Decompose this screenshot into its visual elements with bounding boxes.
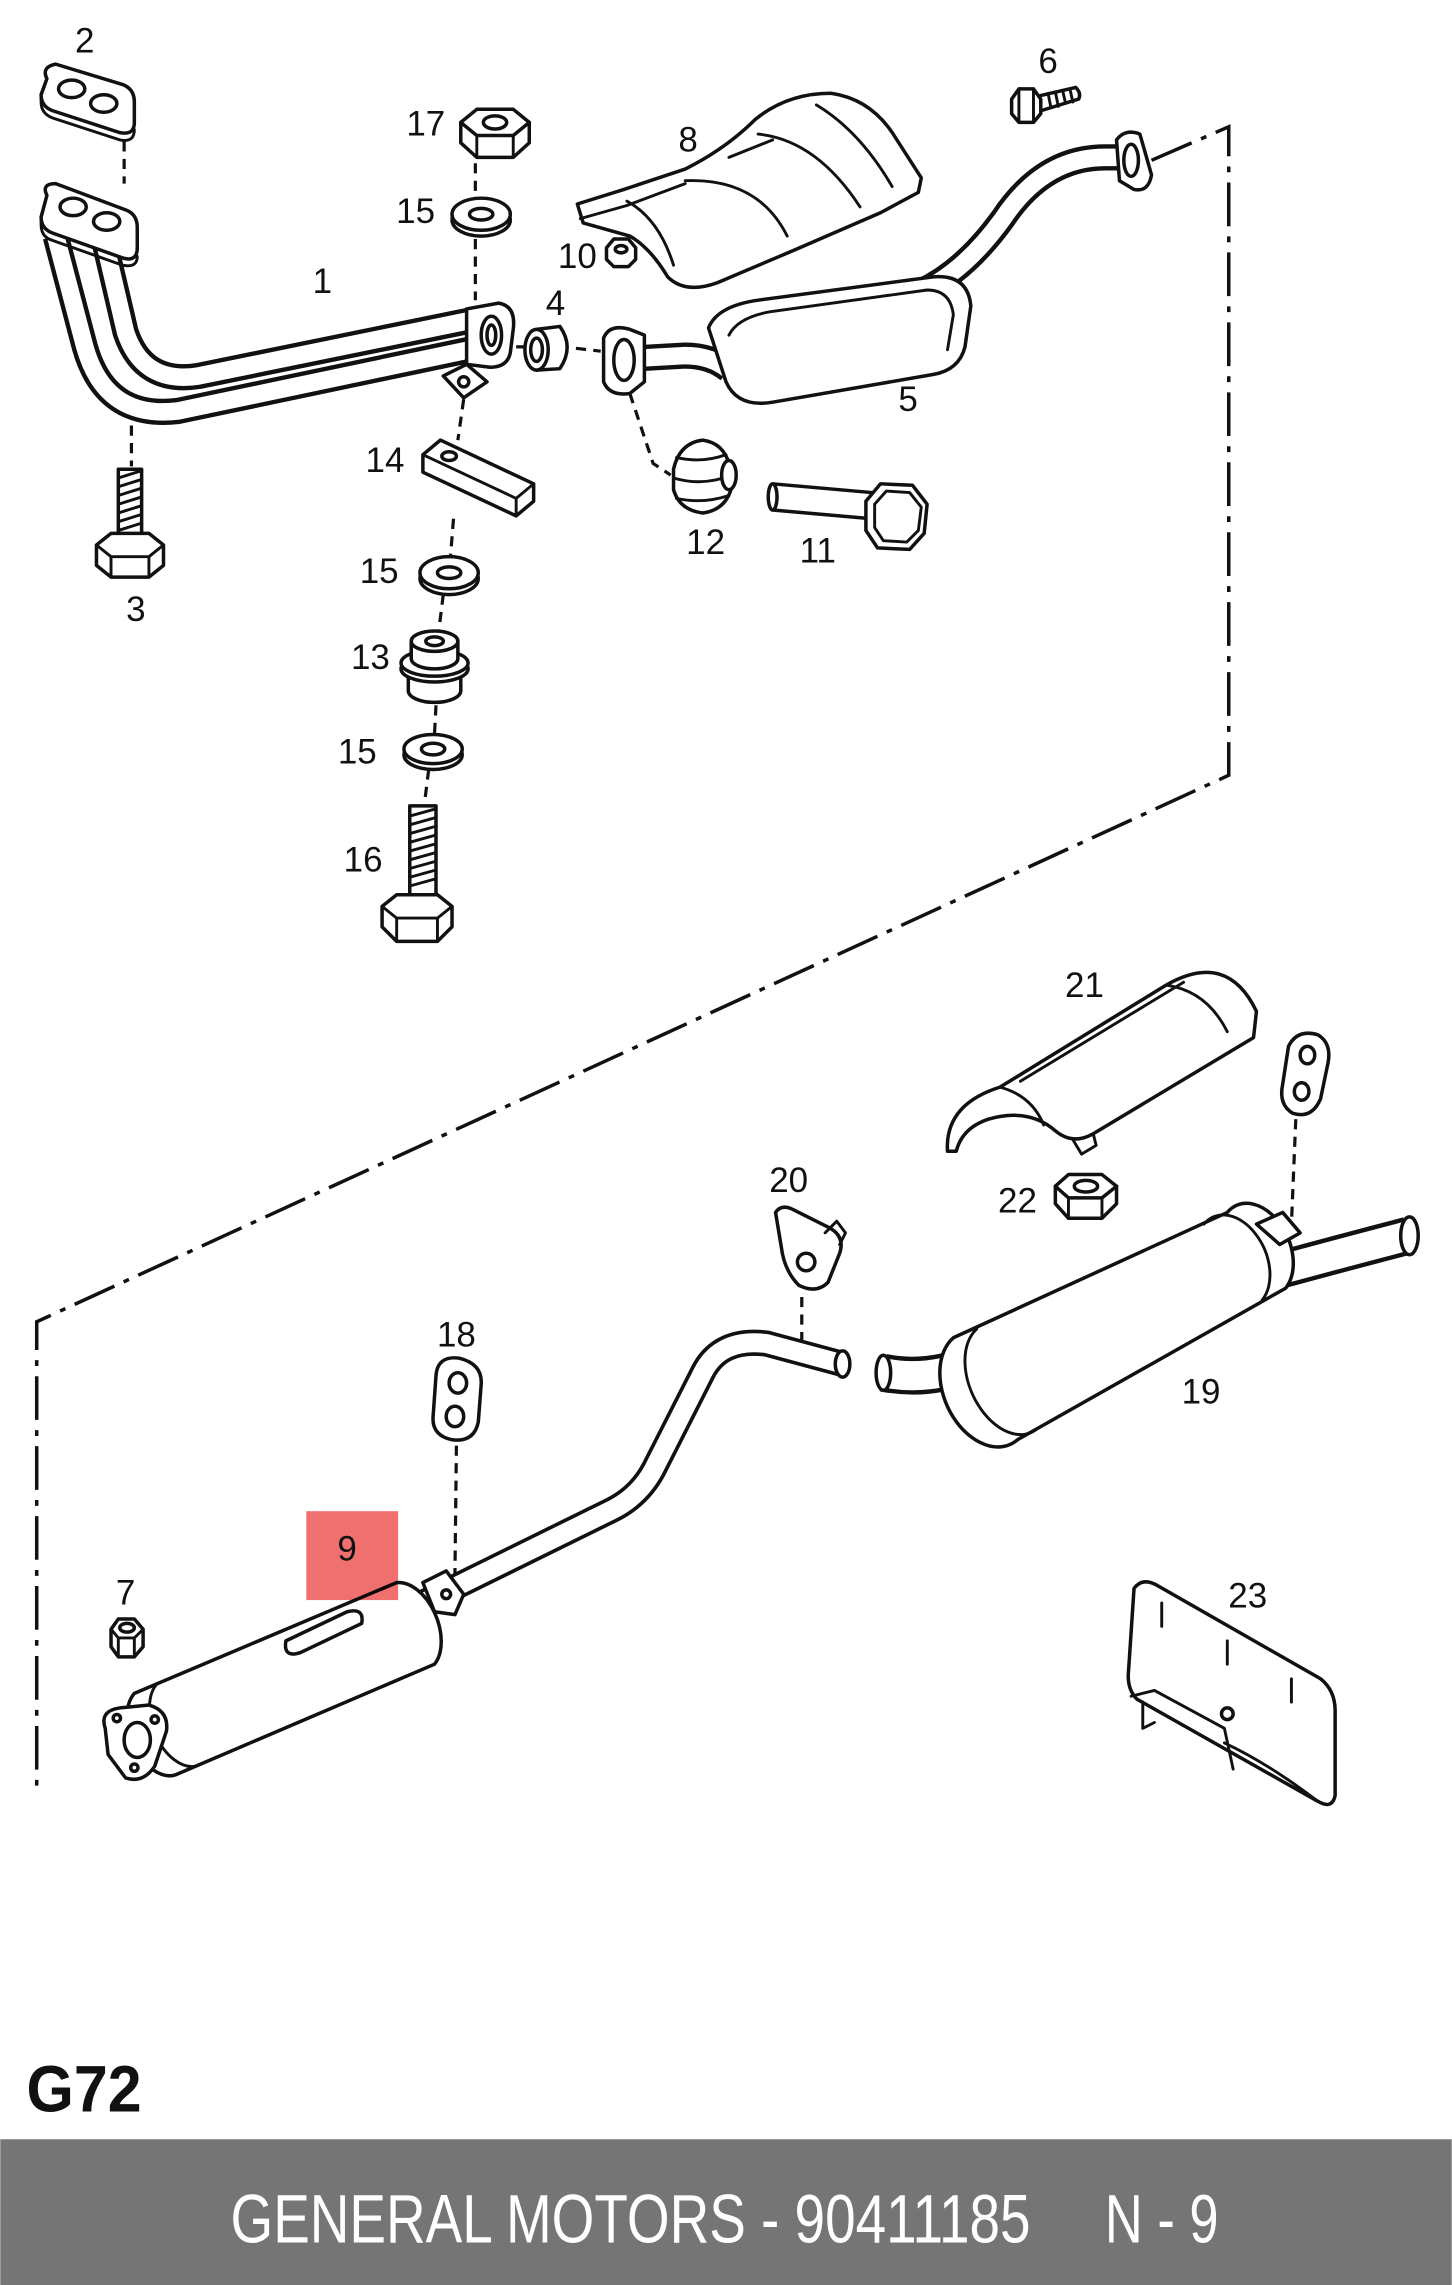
- part-15-washer-upper: [450, 196, 513, 238]
- part-10-nut: [604, 237, 638, 269]
- part-20-bracket: [773, 1205, 847, 1291]
- callout-2[interactable]: 2: [75, 21, 94, 60]
- leader-mount-lower-4: [422, 769, 431, 805]
- footer-background: [0, 2139, 1452, 2285]
- part-6-bolt: [1009, 85, 1082, 125]
- leader-ring-18: [453, 1445, 459, 1574]
- callout-10[interactable]: 10: [558, 237, 597, 276]
- part-17-nut: [459, 107, 532, 160]
- leader-mount-lower-3: [432, 705, 438, 734]
- callout-15-middle[interactable]: 15: [360, 552, 399, 591]
- part-19-rear-silencer: [874, 1201, 1420, 1449]
- callout-20[interactable]: 20: [769, 1161, 808, 1200]
- part-7-nut: [109, 1617, 145, 1659]
- callout-5[interactable]: 5: [898, 380, 917, 419]
- callout-22[interactable]: 22: [998, 1181, 1037, 1220]
- part-2-gasket: [39, 62, 137, 142]
- callout-8[interactable]: 8: [678, 121, 697, 160]
- callout-15-lower[interactable]: 15: [338, 733, 377, 772]
- footer-position-label: N - 9: [1105, 2181, 1219, 2258]
- callout-14[interactable]: 14: [366, 441, 405, 480]
- callout-18[interactable]: 18: [437, 1316, 476, 1355]
- part-12-rubber-bush: [671, 438, 738, 515]
- part-13-rubber-mount: [399, 629, 470, 705]
- leader-mount-converter: [628, 392, 672, 477]
- part-8-heat-shield: [575, 91, 924, 290]
- leader-hanger-rear: [1289, 1119, 1298, 1225]
- part-16-bolt: [380, 804, 454, 944]
- callout-7[interactable]: 7: [116, 1573, 135, 1612]
- callout-17[interactable]: 17: [406, 105, 445, 144]
- sheet-code: G72: [27, 2053, 142, 2126]
- rubber-hanger-rear: [1279, 1031, 1331, 1117]
- callout-1[interactable]: 1: [313, 262, 332, 301]
- leader-mount-lower-2: [437, 594, 445, 630]
- footer-manufacturer-part: GENERAL MOTORS - 90411185: [231, 2181, 1031, 2258]
- part-9-front-silencer: [102, 1329, 852, 1782]
- leader-mount-lower-1: [448, 518, 456, 556]
- part-11-bolt: [766, 482, 929, 552]
- part-21-heat-shield: [945, 970, 1259, 1156]
- assembly-boundary-line: [34, 124, 1231, 1787]
- part-5-converter-pipe: [601, 130, 1154, 405]
- part-15-washer-lower: [402, 732, 464, 772]
- callout-23[interactable]: 23: [1228, 1576, 1267, 1615]
- footer-bar: GENERAL MOTORS - 90411185 N - 9: [0, 2139, 1452, 2285]
- highlight-box: [306, 1511, 399, 1601]
- callout-9-highlighted[interactable]: 9: [337, 1530, 356, 1569]
- callout-21[interactable]: 21: [1065, 966, 1104, 1005]
- part-4-sealing-ring: [523, 324, 569, 372]
- callout-4[interactable]: 4: [546, 284, 565, 323]
- callout-13[interactable]: 13: [351, 638, 390, 677]
- callout-11[interactable]: 11: [800, 532, 836, 571]
- callout-15-upper[interactable]: 15: [396, 192, 435, 231]
- part-22-nut: [1053, 1172, 1119, 1221]
- part-14-bracket: [421, 438, 536, 518]
- part-15-washer-middle: [418, 554, 481, 597]
- leader-ring-right: [575, 346, 601, 353]
- callout-6[interactable]: 6: [1038, 42, 1057, 81]
- callout-19[interactable]: 19: [1182, 1372, 1221, 1411]
- leader-bracket: [456, 399, 466, 441]
- callout-12[interactable]: 12: [686, 523, 725, 562]
- callout-16[interactable]: 16: [344, 840, 383, 879]
- part-1-front-pipe: [39, 181, 516, 425]
- part-3-bolt: [94, 467, 166, 579]
- part-23-heat-shield: [1126, 1580, 1337, 1807]
- part-18-rubber-ring: [431, 1356, 483, 1442]
- callout-3[interactable]: 3: [126, 590, 145, 629]
